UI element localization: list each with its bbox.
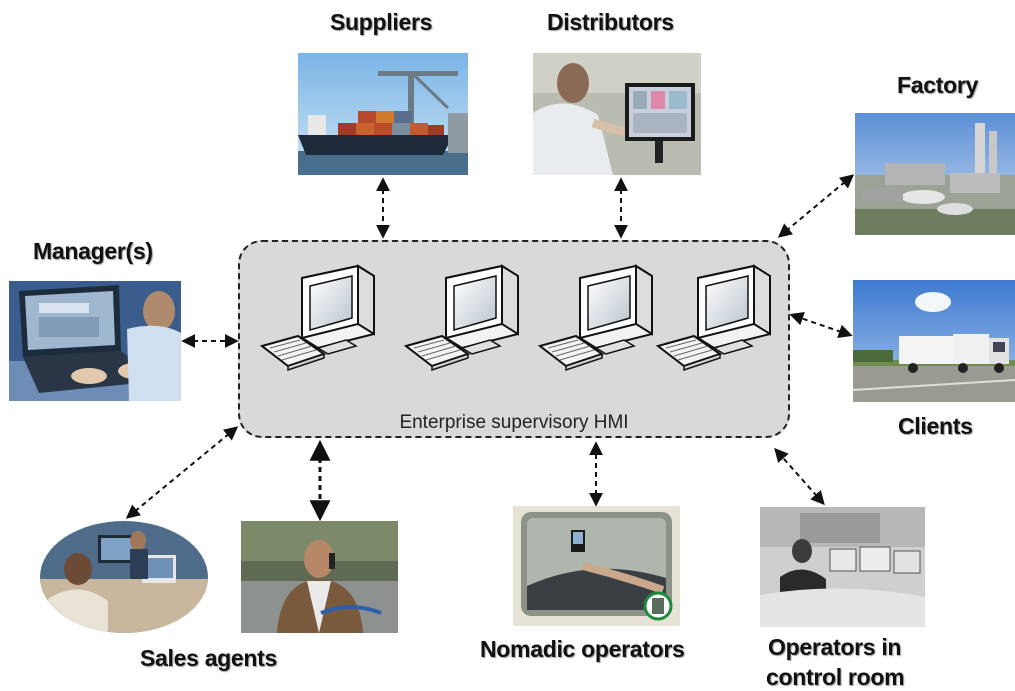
workstation-1 [258, 256, 378, 381]
sales-agents-label: Sales agents [140, 645, 278, 671]
distributors-label: Distributors [547, 9, 674, 35]
distributors-photo [533, 53, 701, 175]
control-room-photo [760, 507, 925, 627]
workstation-3 [536, 256, 656, 381]
nomadic-operators-photo [513, 506, 680, 626]
managers-label: Manager(s) [33, 238, 153, 264]
nomadic-operators-label: Nomadic operators [480, 636, 685, 662]
clients-label: Clients [898, 413, 973, 439]
suppliers-label: Suppliers [330, 9, 433, 35]
workstation-2 [402, 256, 522, 381]
enterprise-hmi-hub: Enterprise supervisory HMI [238, 240, 790, 438]
factory-label: Factory [897, 72, 978, 98]
control-room-label-line2: control room [766, 664, 905, 690]
manager-photo [9, 281, 181, 401]
sales-agents-office-photo [38, 519, 210, 635]
control-room-label-line1: Operators in [768, 634, 902, 660]
link-sales-office [125, 426, 239, 519]
link-control-room [774, 447, 825, 506]
sales-agents-phone-photo [241, 521, 398, 633]
suppliers-photo [298, 53, 468, 175]
clients-photo [853, 280, 1015, 402]
link-clients [789, 312, 853, 338]
workstation-4 [654, 256, 774, 381]
hub-caption: Enterprise supervisory HMI [399, 412, 629, 433]
link-factory [777, 174, 855, 238]
factory-photo [855, 113, 1015, 235]
